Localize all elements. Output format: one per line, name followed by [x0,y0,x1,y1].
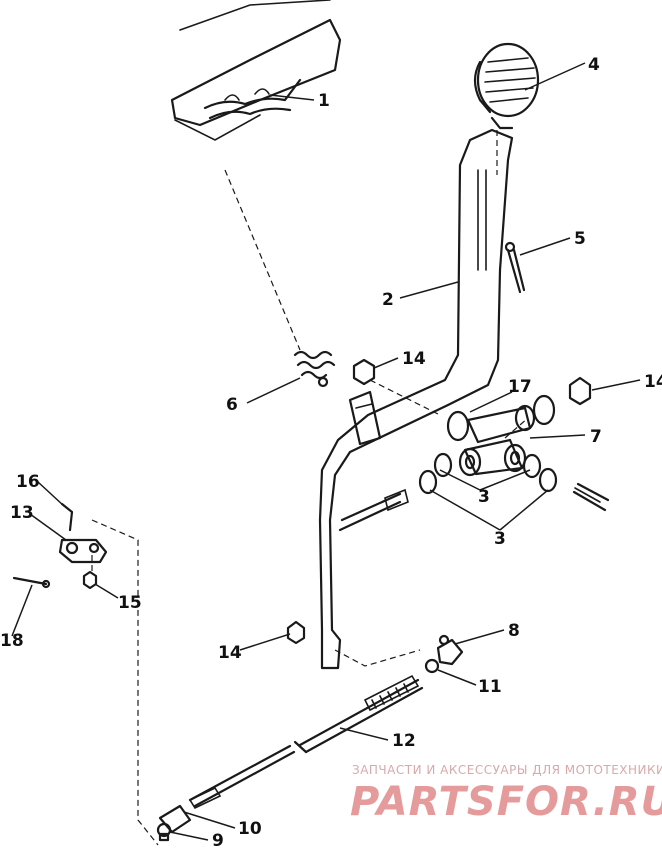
callout-labels: 1 2 3 3 4 5 6 7 8 9 10 11 12 13 14 14 14… [0,55,662,851]
callout-7: 7 [590,427,602,447]
shift-knob [473,42,540,130]
callout-6: 6 [226,395,238,415]
callout-9: 9 [212,831,224,851]
linkage-bracket [12,502,108,590]
callout-13: 13 [10,503,34,523]
studs [338,482,610,532]
nuts [286,358,592,645]
cotter-pin [504,241,526,294]
pivot-assembly [418,394,558,495]
callout-17: 17 [508,377,532,397]
callout-18: 18 [0,631,24,651]
callout-3b: 3 [494,529,506,549]
callout-11: 11 [478,677,502,697]
watermark-brand: PARTSFOR.RU [350,779,662,825]
callout-5: 5 [574,229,586,249]
callout-3a: 3 [478,487,490,507]
callout-14a: 14 [402,349,426,369]
callout-8: 8 [508,621,520,641]
callout-4: 4 [588,55,600,75]
spring [293,350,336,388]
leader-lines [11,62,641,841]
watermark: ЗАПЧАСТИ И АКСЕССУАРЫ ДЛЯ МОТОТЕХНИКИ PA… [350,763,662,825]
callout-14b: 14 [644,372,662,392]
callout-2: 2 [382,290,394,310]
callout-1: 1 [318,91,330,111]
callout-16: 16 [16,472,40,492]
shift-rod [188,674,424,810]
upper-ball-joint [424,634,464,674]
callout-15: 15 [118,593,142,613]
callout-10: 10 [238,819,262,839]
shift-lever [318,128,514,670]
watermark-tagline: ЗАПЧАСТИ И АКСЕССУАРЫ ДЛЯ МОТОТЕХНИКИ [352,763,662,777]
assembly-lines [91,130,529,846]
callout-14c: 14 [218,643,242,663]
lower-ball-joint [156,804,192,842]
frame-mount [170,0,342,141]
callout-12: 12 [392,731,416,751]
